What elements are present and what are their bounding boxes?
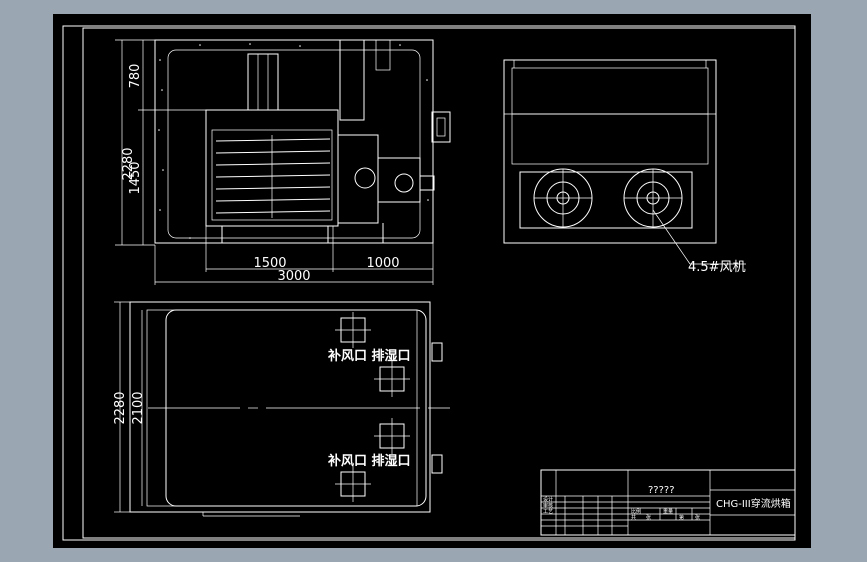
drawing-sheet: 2280 780 1450 1500 1000 3000 [53,14,811,548]
tb-small-2: 工艺 [543,509,553,515]
side-view: 4.5#风机 [503,59,746,275]
tray-racks [215,135,331,218]
inner-border [82,27,796,539]
vent-squares [335,312,410,502]
insulation-dots [158,43,429,239]
plan-view: 补风口 排湿口 补风口 排湿口 2280 2100 [113,301,450,517]
front-dim-width-right: 1000 [366,256,399,271]
tb-small-8: 张 [695,514,700,521]
tb-small-7: 第 [679,514,684,521]
tb-small-5: 共 [631,514,636,521]
front-dim-width-left: 1500 [253,256,286,271]
front-dim-lower: 1450 [128,161,143,194]
plan-vent-labels-top: 补风口 排湿口 [327,348,411,364]
cad-drawing: 2280 780 1450 1500 1000 3000 [62,25,796,541]
fan-right [623,168,683,228]
outer-border [62,25,796,541]
tb-small-6: 张 [646,514,651,521]
product-name: CHG-III穿流烘箱 [716,497,791,510]
front-dim-height-total: 2280 [121,147,136,180]
front-dim-upper: 780 [128,64,143,89]
fan-callout: 4.5#风机 [688,260,746,275]
fan-left [533,168,593,228]
front-view: 2280 780 1450 1500 1000 3000 [115,39,451,285]
plan-dim-width-outer: 2280 [113,391,128,424]
plan-vent-labels-bottom: 补风口 排湿口 [327,453,411,469]
front-dim-width-total: 3000 [277,269,310,284]
tb-small-4: 重量 [663,508,673,515]
tb-small-0: 设计 [543,496,553,503]
plan-dim-width-inner: 2100 [131,391,146,424]
title-block: 设计 审核 工艺 比例 重量 共 张 第 张 ????? CHG-III穿流烘箱 [540,469,796,536]
tb-small-1: 审核 [543,502,553,509]
drawing-name: ????? [648,485,675,496]
tb-small-3: 比例 [631,508,641,515]
